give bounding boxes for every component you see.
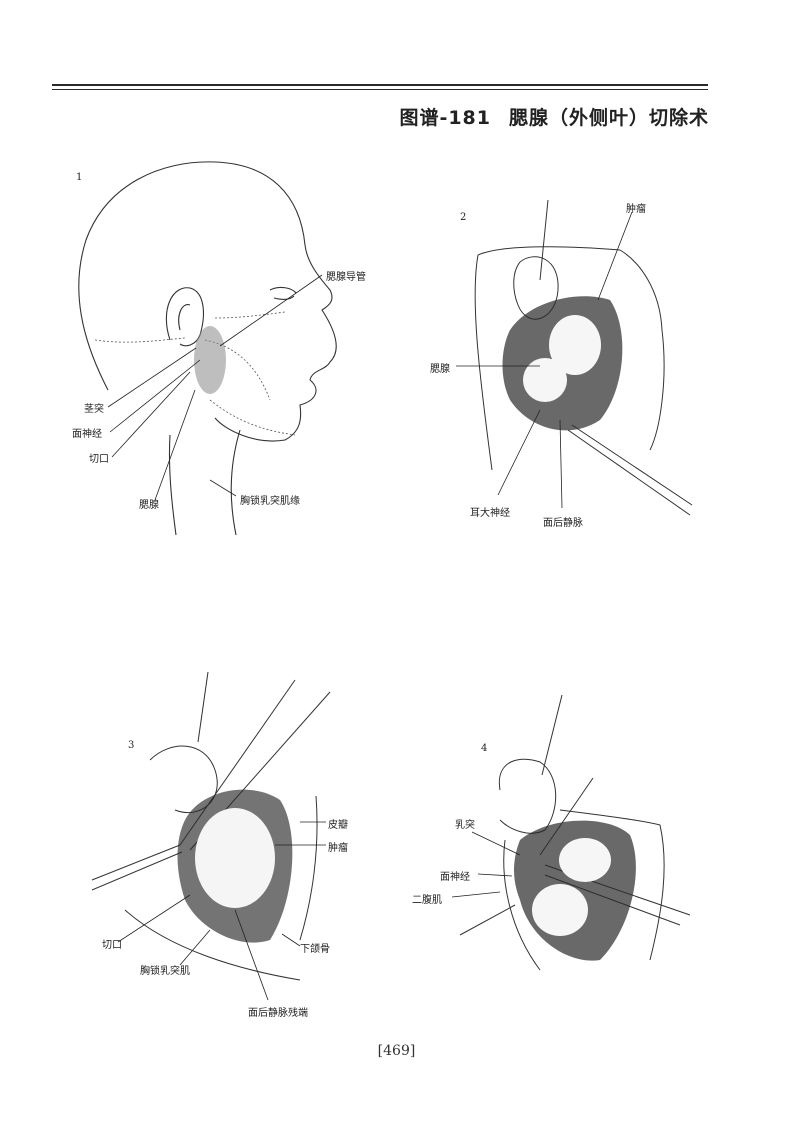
page-title: 图谱-181 腮腺（外侧叶）切除术 <box>399 103 709 130</box>
plate-title: 腮腺（外侧叶）切除术 <box>508 107 709 129</box>
label-posterior-facial-vein: 面后静脉 <box>543 518 583 529</box>
label-styloid-process: 茎突 <box>84 404 104 415</box>
label-mastoid-process: 乳突 <box>455 820 475 831</box>
label-tumor: 肿瘤 <box>328 843 348 854</box>
figure-2-exposure: 2 肿瘤 腮腺 耳大神经 面后静脉 <box>0 0 793 560</box>
figure-number: 2 <box>460 212 467 223</box>
label-great-auricular-nerve: 耳大神经 <box>470 508 510 519</box>
label-skin-flap: 皮瓣 <box>328 820 348 831</box>
figure-1-head-profile: 1 腮腺导管 茎突 面神经 切口 腮腺 胸锁乳突肌缘 <box>0 0 793 560</box>
label-parotid-gland: 腮腺 <box>430 364 450 375</box>
figure-number: 1 <box>76 172 83 183</box>
head-profile-illustration <box>78 161 337 536</box>
label-tumor: 肿瘤 <box>626 204 646 215</box>
parotid-exposure-illustration <box>456 199 693 516</box>
label-facial-nerve: 面神经 <box>440 872 470 883</box>
label-incision: 切口 <box>102 940 122 951</box>
label-sternocleidomastoid-margin: 胸锁乳突肌缘 <box>240 496 300 507</box>
label-parotid-duct: 腮腺导管 <box>326 272 366 283</box>
label-digastric-muscle: 二腹肌 <box>412 895 442 906</box>
label-facial-nerve: 面神经 <box>72 429 102 440</box>
label-sternocleidomastoid: 胸锁乳突肌 <box>140 966 190 977</box>
label-posterior-facial-vein-stump: 面后静脉残端 <box>248 1008 308 1019</box>
page-number: [469] <box>377 1043 416 1059</box>
label-parotid-gland: 腮腺 <box>139 500 159 511</box>
plate-number: 图谱-181 <box>399 107 491 129</box>
header-rule-thick <box>52 84 708 86</box>
header-rule-thin <box>52 89 708 90</box>
figure-number: 3 <box>128 740 135 751</box>
label-incision: 切口 <box>89 454 109 465</box>
label-mandible: 下颌骨 <box>300 944 330 955</box>
figure-number: 4 <box>481 743 488 754</box>
